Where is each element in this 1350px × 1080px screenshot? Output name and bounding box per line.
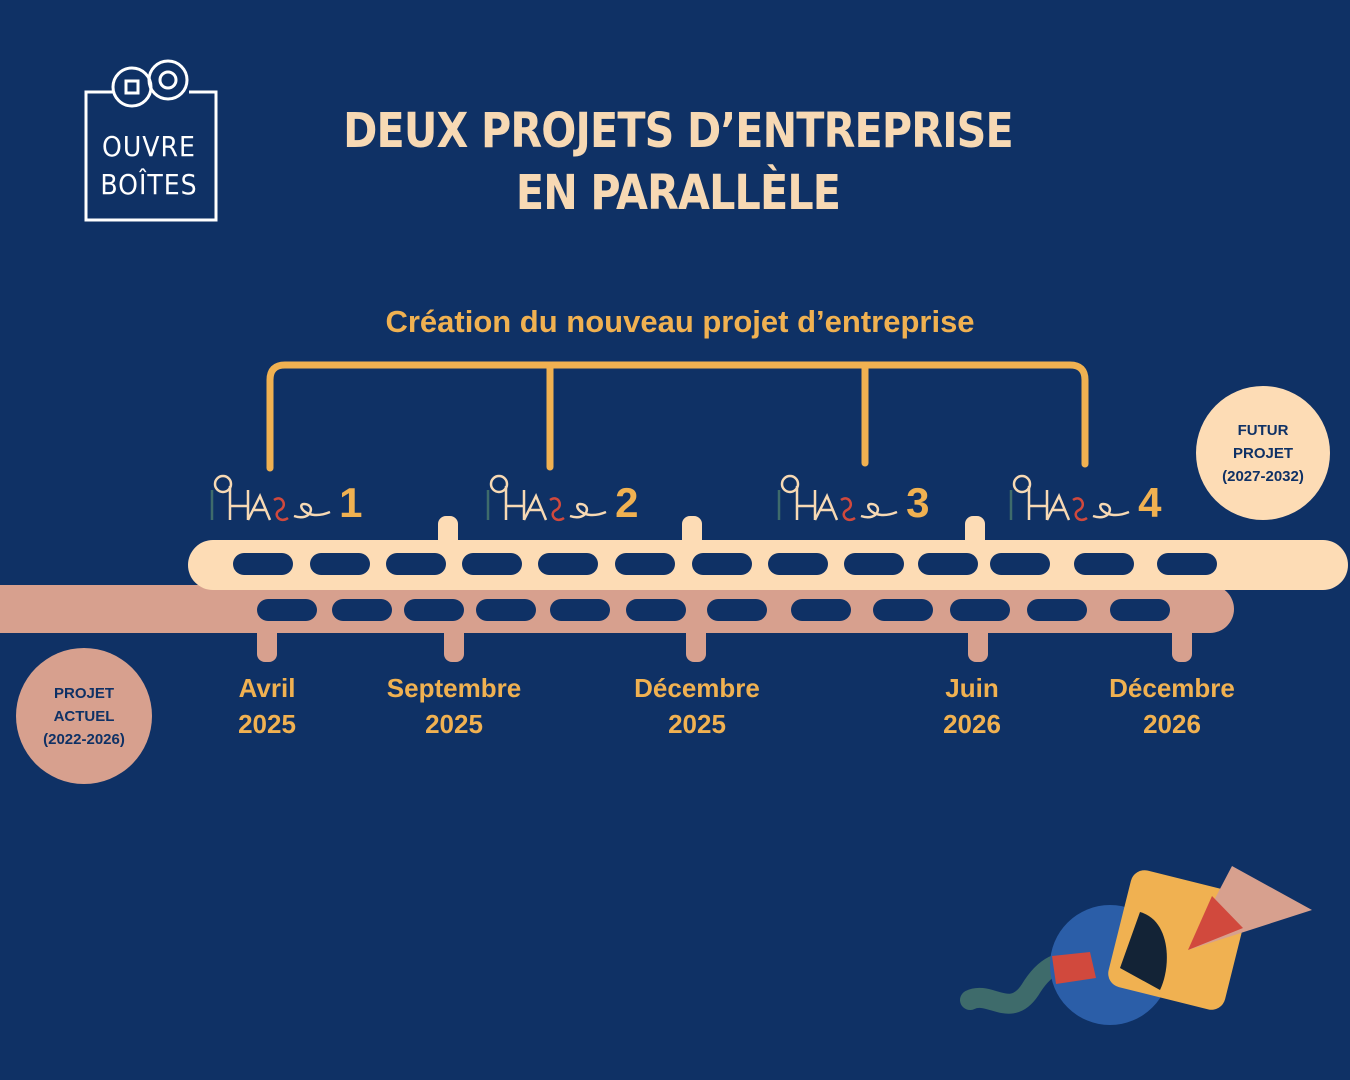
- phase-script-icon: [210, 474, 331, 522]
- title-line-1: DEUX PROJETS D’ENTREPRISE: [343, 103, 1014, 159]
- phase-4-label: 4: [1007, 474, 1161, 524]
- phase-3-number: 3: [906, 479, 930, 526]
- futur-projet-badge: FUTUR PROJET (2027-2032): [1196, 386, 1330, 520]
- phase-1-label: 1: [208, 474, 362, 524]
- date-label-4: Juin 2026: [872, 670, 1072, 742]
- date-year: 2026: [943, 709, 1001, 739]
- red-band-icon: [1052, 952, 1096, 984]
- date-year: 2025: [668, 709, 726, 739]
- future-project-track: [188, 516, 1348, 590]
- page-title: DEUX PROJETS D’ENTREPRISE EN PARALLÈLE: [267, 100, 1089, 224]
- current-project-track: [0, 585, 1234, 662]
- actuel-line-3: (2022-2026): [43, 730, 125, 748]
- date-month: Juin: [945, 673, 999, 703]
- projet-actuel-badge: PROJET ACTUEL (2022-2026): [16, 648, 152, 784]
- futur-line-3: (2027-2032): [1222, 467, 1304, 485]
- dark-crescent-icon: [1120, 912, 1167, 990]
- red-triangle-icon: [1188, 896, 1243, 950]
- date-label-3: Décembre 2025: [597, 670, 797, 742]
- date-year: 2026: [1143, 709, 1201, 739]
- date-month: Avril: [238, 673, 296, 703]
- title-line-2: EN PARALLÈLE: [515, 165, 841, 221]
- actuel-line-2: ACTUEL: [53, 707, 115, 725]
- date-month: Décembre: [634, 673, 760, 703]
- date-year: 2025: [425, 709, 483, 739]
- date-label-5: Décembre 2026: [1072, 670, 1272, 742]
- decorative-shapes: [960, 866, 1312, 1025]
- phase-bracket: [266, 361, 1089, 472]
- phase-2-label: 2: [484, 474, 638, 524]
- phase-script-icon: [486, 474, 607, 522]
- date-month: Décembre: [1109, 673, 1235, 703]
- phase-script-icon: [777, 474, 898, 522]
- ouvre-boites-logo: OUVRE BOÎTES: [80, 52, 224, 227]
- futur-line-1: FUTUR: [1237, 421, 1289, 439]
- actuel-line-1: PROJET: [53, 684, 114, 702]
- logo-frame-icon: [84, 59, 218, 222]
- phase-1-number: 1: [339, 479, 363, 526]
- date-month: Septembre: [386, 673, 522, 703]
- logo-word-ouvre: OUVRE: [102, 130, 196, 163]
- phase-script-icon: [1009, 474, 1130, 522]
- date-label-1: Avril 2025: [167, 670, 367, 742]
- phase-4-number: 4: [1138, 479, 1162, 526]
- date-label-2: Septembre 2025: [354, 670, 554, 742]
- phase-3-label: 3: [775, 474, 929, 524]
- creation-heading: Création du nouveau projet d’entreprise: [385, 304, 975, 339]
- date-year: 2025: [238, 709, 296, 739]
- phase-2-number: 2: [615, 479, 639, 526]
- futur-line-2: PROJET: [1232, 444, 1293, 462]
- logo-word-boites: BOÎTES: [100, 168, 198, 201]
